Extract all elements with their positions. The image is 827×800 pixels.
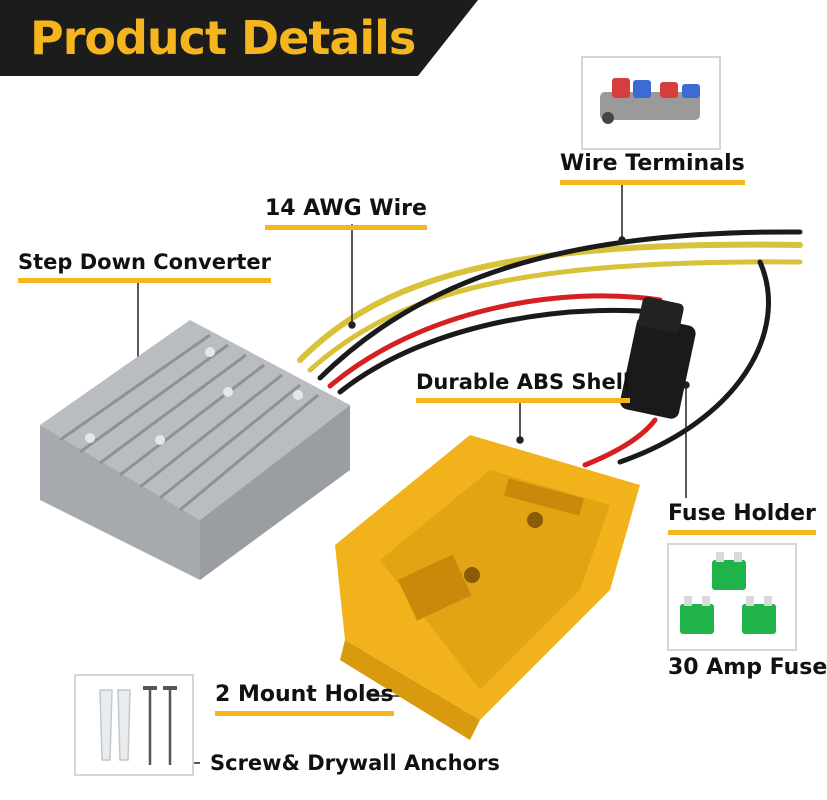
fuse-holder-image bbox=[620, 296, 696, 419]
mount-holes-label: 2 Mount Holes bbox=[215, 684, 394, 716]
anchors-text: Screw& Drywall Anchors bbox=[210, 751, 500, 775]
step-down-converter-text: Step Down Converter bbox=[18, 252, 271, 283]
fuse-image bbox=[667, 543, 797, 651]
wire-terminals-text: Wire Terminals bbox=[560, 153, 745, 185]
fuse-holder-label: Fuse Holder bbox=[668, 503, 816, 535]
step-down-converter-image bbox=[40, 320, 350, 580]
anchors-image bbox=[74, 674, 194, 776]
fuse-holder-text: Fuse Holder bbox=[668, 503, 816, 535]
amp-fuse-label: 30 Amp Fuse bbox=[668, 657, 827, 684]
abs-shell-label: Durable ABS Shell bbox=[416, 372, 631, 403]
wire-terminals-label: Wire Terminals bbox=[560, 153, 745, 185]
cable-bundle bbox=[297, 229, 803, 468]
header-banner bbox=[0, 0, 478, 76]
abs-shell-text: Durable ABS Shell bbox=[416, 372, 631, 403]
amp-fuse-text: 30 Amp Fuse bbox=[668, 655, 827, 680]
abs-shell-image bbox=[335, 435, 640, 740]
awg-wire-label: 14 AWG Wire bbox=[265, 198, 427, 230]
product-illustration bbox=[0, 0, 803, 776]
step-down-converter-label: Step Down Converter bbox=[18, 252, 271, 283]
wire-terminal-image bbox=[581, 56, 721, 150]
mount-holes-text: 2 Mount Holes bbox=[215, 684, 394, 716]
product-details-graphic: Product Details Wire Terminals 14 AWG Wi… bbox=[0, 0, 827, 779]
awg-wire-text: 14 AWG Wire bbox=[265, 198, 427, 230]
header: Product Details bbox=[0, 0, 480, 76]
anchors-label: Screw& Drywall Anchors bbox=[210, 753, 500, 779]
page-title: Product Details bbox=[30, 11, 416, 65]
